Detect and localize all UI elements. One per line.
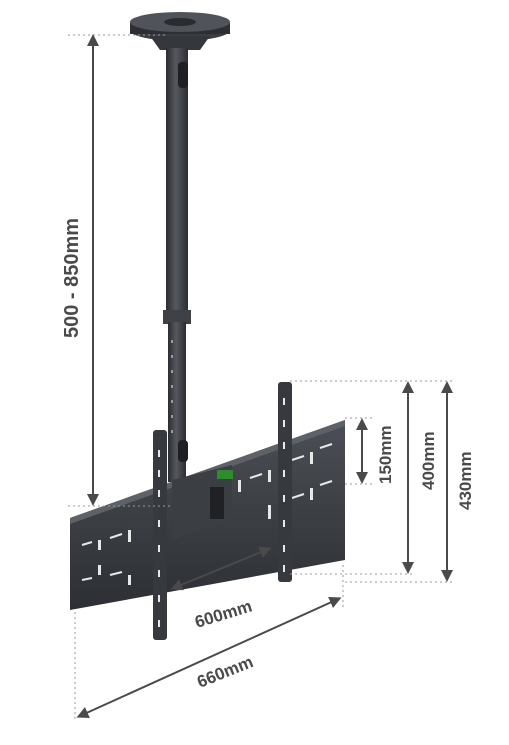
height-range-label: 500 - 850mm bbox=[61, 218, 83, 338]
level-indicator bbox=[217, 470, 233, 479]
ceiling-plate bbox=[130, 12, 230, 50]
vesa-600-label: 600mm bbox=[193, 597, 255, 632]
dimension-arrows bbox=[76, 34, 453, 718]
telescopic-pole bbox=[163, 48, 191, 482]
center-bracket bbox=[172, 465, 233, 540]
guide-lines bbox=[68, 34, 455, 720]
vertical-arm-left bbox=[153, 430, 167, 640]
vesa-400-label: 400mm bbox=[419, 431, 438, 490]
plate-430-label: 430mm bbox=[456, 451, 475, 510]
plate-660-label: 660mm bbox=[194, 652, 255, 692]
vertical-arm-right bbox=[278, 382, 292, 582]
vesa-150-label: 150mm bbox=[376, 425, 395, 484]
